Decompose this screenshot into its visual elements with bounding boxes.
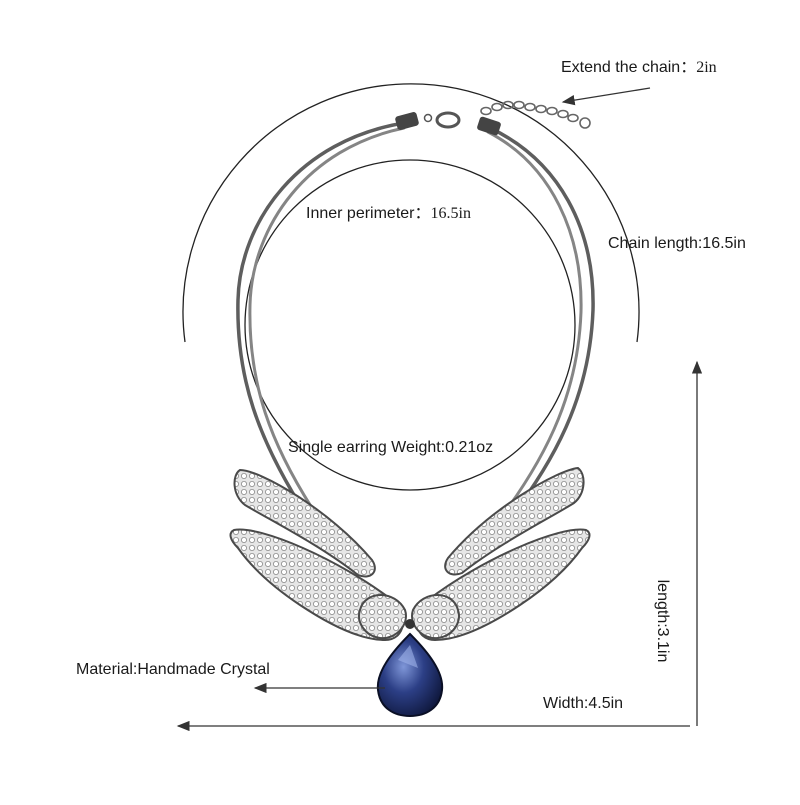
extend-chain-label: Extend the chain：2in [561,60,717,76]
clasp [395,111,501,136]
left-wing [229,468,407,642]
right-wing [411,466,591,642]
length-label: length:3.1in [654,579,671,663]
chain-length-label: Chain length:16.5in [608,235,746,252]
weight-label: Single earring Weight:0.21oz [288,439,494,456]
extend-chain-value: 2in [696,59,717,76]
inner-perimeter-text: Inner perimeter： [306,205,431,222]
extend-chain-text: Extend the chain： [561,59,697,76]
bail [405,619,415,629]
sapphire-drop-gem [376,632,444,718]
inner-perimeter-value: 16.5in [430,205,471,222]
inner-perimeter-circle [244,159,576,491]
extension-chain [480,100,591,129]
extend-arrow [561,87,651,106]
material-label: Material:Handmade Crystal [76,661,270,678]
chain-length-arc [182,83,640,343]
width-label: Width:4.5in [543,695,624,712]
inner-perimeter-label: Inner perimeter：16.5in [306,206,471,222]
chain-strands [236,121,595,510]
